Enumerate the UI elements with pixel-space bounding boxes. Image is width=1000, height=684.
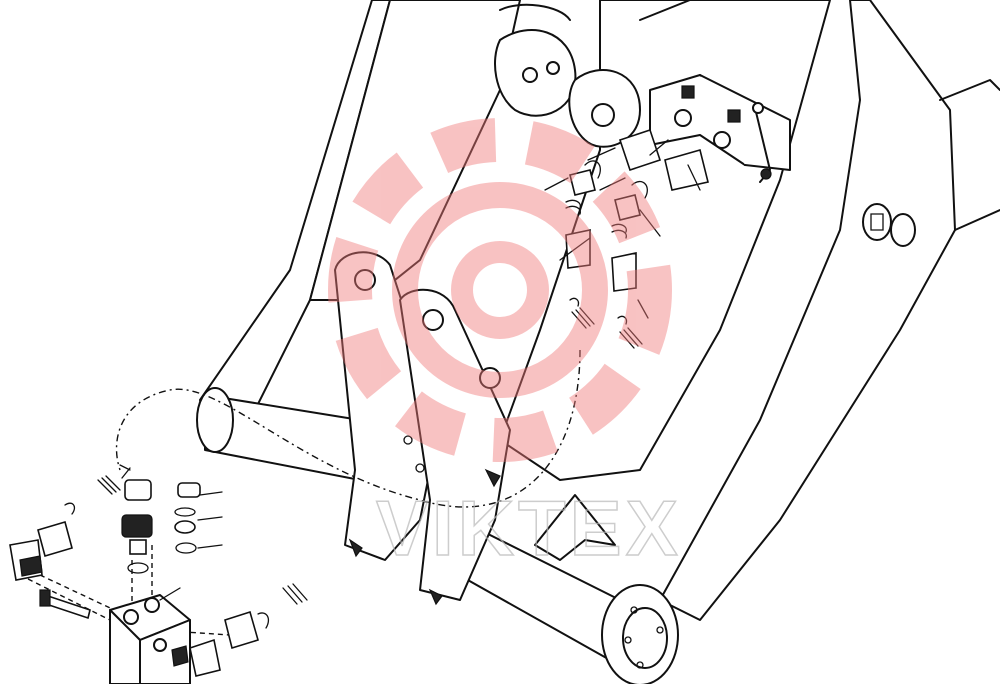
dist-block-front	[139, 619, 191, 684]
boom-boss	[862, 203, 892, 241]
nipple-1	[565, 229, 591, 269]
spring-1	[565, 199, 581, 215]
boss-hole-1	[522, 67, 538, 83]
lug-small-hole-1	[403, 435, 413, 445]
fitting-route	[19, 574, 121, 626]
cap-nut-1	[124, 479, 152, 501]
boom-bolt-head	[870, 213, 884, 231]
clip-2	[631, 180, 648, 199]
oring-upper-2	[617, 315, 628, 325]
cross-tubes	[196, 387, 679, 684]
boss-hole-2	[546, 61, 560, 75]
top-curve	[499, 3, 571, 21]
right-lug-hole	[422, 309, 444, 331]
adapter-1	[569, 169, 596, 196]
watermark: VIKTEX	[328, 118, 682, 573]
valve-plug-2	[727, 109, 741, 123]
lever-pivot	[760, 168, 772, 180]
leader-lines-upper	[544, 139, 701, 319]
dist-port-2	[144, 597, 160, 613]
right-boom-top	[939, 79, 1000, 101]
lug-notch-3	[484, 468, 501, 488]
adapter-2	[614, 194, 641, 221]
plug-fitting	[189, 638, 221, 677]
cap-bolt-3	[636, 661, 644, 669]
boss-hole-3	[591, 103, 615, 127]
lug-notch-1	[348, 538, 363, 558]
bolt-head	[39, 589, 51, 607]
oring-lower-1	[175, 542, 197, 554]
grease-screw-1	[571, 307, 595, 329]
boom-washer	[890, 213, 916, 247]
watermark-gear-ring	[392, 182, 608, 398]
oring-lower-2	[127, 562, 149, 574]
bolt-route	[39, 574, 126, 616]
valve-block-side	[699, 74, 791, 171]
elbow-lower-1	[37, 520, 73, 558]
stop-bracket	[534, 494, 616, 561]
grease-screw-3	[97, 475, 121, 495]
vertical-route	[131, 545, 153, 612]
dist-port-3	[153, 638, 167, 652]
lug-bushing	[479, 367, 501, 389]
left-lug-hole	[354, 269, 376, 291]
cap-bolt-1	[630, 606, 638, 614]
watermark-gear-hub	[451, 241, 549, 339]
dist-port-1	[123, 609, 139, 625]
clip-right	[257, 612, 270, 629]
elbow-thread	[19, 555, 43, 577]
elbow-fitting-2	[664, 149, 709, 191]
left-lug-plate	[334, 251, 441, 561]
right-boom-side	[954, 209, 1000, 231]
right-lug-plate	[399, 288, 511, 601]
valve-block-assembly	[649, 74, 791, 183]
elbow-fitting-1	[618, 128, 662, 172]
valve-port-2	[713, 131, 731, 149]
nipple-2	[611, 252, 637, 292]
watermark-gear-teeth	[328, 118, 672, 462]
left-tube-end	[196, 387, 234, 453]
watermark-text: VIKTEX	[376, 484, 682, 572]
clip-lower	[64, 502, 76, 515]
clip-1	[584, 160, 601, 179]
right-boom-arm	[659, 0, 956, 621]
grease-screw-2	[619, 327, 643, 349]
seal-ring-2	[174, 520, 196, 534]
leader-lines-lower	[119, 464, 223, 601]
right-boom-features	[862, 203, 916, 247]
cap-bolt-4	[624, 636, 632, 644]
valve-port-1	[674, 109, 692, 127]
lug-notch-2	[428, 588, 443, 606]
straight-fitting	[224, 610, 259, 650]
seal-ring-1	[174, 507, 196, 517]
upper-fittings	[544, 128, 709, 349]
watermark-gear	[328, 118, 672, 462]
lower-left-parts	[9, 464, 308, 684]
grease-screw-4	[282, 583, 308, 605]
lug-small-hole-2	[415, 463, 425, 473]
dist-block-left	[109, 609, 141, 684]
valve-plug-1	[681, 85, 695, 99]
cap-bolt-2	[656, 626, 664, 634]
plug-thread	[171, 645, 189, 667]
spring-2	[611, 223, 627, 239]
lower-tube-cap-inner	[622, 607, 668, 669]
knurled-fitting	[121, 514, 153, 538]
mounting-plates	[334, 251, 616, 606]
hose-route-1	[115, 349, 581, 508]
lever-knob	[752, 102, 764, 114]
top-line	[639, 0, 691, 21]
cap-nut-2	[177, 482, 201, 498]
oring-upper-1	[569, 297, 580, 307]
nipple-lower	[129, 539, 147, 555]
